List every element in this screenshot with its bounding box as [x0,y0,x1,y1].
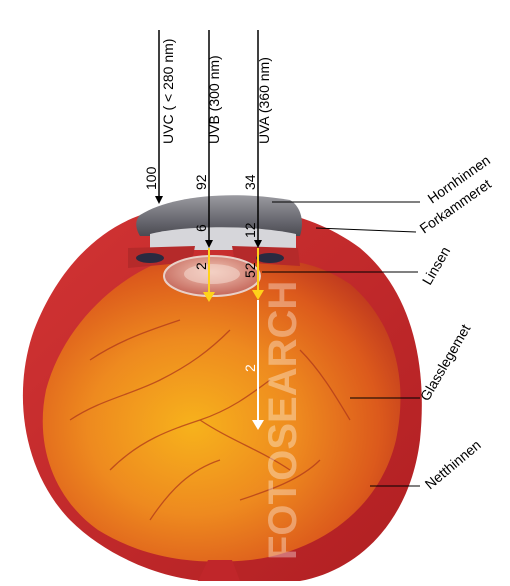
uvb-value-lens: 2 [193,262,209,270]
uvb-value-cornea: 6 [193,224,209,232]
uvb-value-top: 92 [193,174,209,190]
glasslegemet-label: Glasslegemet [417,321,474,403]
uva-value-cornea: 12 [242,222,258,238]
uvc-value-top: 100 [143,166,159,190]
iris-pupil-right [256,253,284,263]
uva-value-top: 34 [242,174,258,190]
forkammeret-annotation: Forkammeret [316,176,494,237]
watermark: FOTOSEARCH [261,281,305,560]
iris-pupil-left [136,253,164,263]
uvc-label: UVC ( < 280 nm) [160,39,176,144]
uva-label: UVA (360 nm) [256,57,272,144]
uva-value-lens: 52 [242,262,258,278]
uvc-ray: UVC ( < 280 nm) 100 [143,30,176,200]
netthinnen-label: Netthinnen [422,437,484,493]
linsen-label: Linsen [419,244,453,288]
uva-value-vitreous: 2 [242,364,258,372]
anterior-chamber [150,227,296,250]
uvb-label: UVB (300 nm) [206,55,222,144]
